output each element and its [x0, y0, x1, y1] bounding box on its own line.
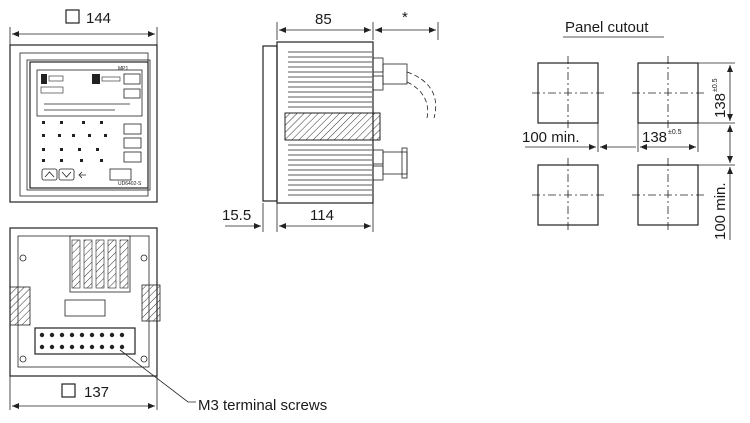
- front-up-button: [41, 168, 58, 181]
- screws-label: M3 terminal screws: [198, 397, 327, 414]
- side-connectors: [372, 57, 408, 181]
- shift-arrow-icon: [78, 171, 86, 179]
- bezel-label: 15.5: [222, 207, 251, 224]
- cooling-fins: [288, 51, 372, 196]
- cutout-spacing-v-label: 100 min.: [712, 182, 729, 240]
- front-width-dimension: 144: [9, 9, 158, 45]
- square-symbol-icon: [61, 383, 76, 398]
- cutout-size-h-value: 138: [642, 129, 667, 146]
- rear-width-label: 137: [84, 384, 109, 401]
- cutout-centerlines: [532, 56, 704, 232]
- side-view: 85 *: [222, 9, 439, 232]
- cutout-size-v-value: 138: [712, 93, 729, 118]
- depth-dimension: 85 *: [276, 9, 439, 40]
- front-down-button: [58, 168, 75, 181]
- side-bracket: [284, 112, 381, 141]
- up-arrow-icon: [44, 171, 55, 178]
- left-clamp: [9, 286, 31, 326]
- front-width-label: 144: [86, 10, 111, 27]
- right-clamp: [141, 284, 161, 322]
- screws-leader-line: [119, 349, 196, 403]
- depth-label: 85: [315, 11, 332, 28]
- front-mode-button: [123, 123, 142, 135]
- side-cable: [406, 71, 437, 119]
- side-bottom-dimensions: 15.5 114: [222, 203, 374, 232]
- panel-cutout: Panel cutout 100 min. 138 ±0.5 138 ±0: [522, 19, 735, 240]
- front-bezel: [9, 44, 158, 203]
- front-view: 144 MP1: [9, 9, 158, 203]
- body-label: 114: [310, 207, 334, 224]
- extension-label: *: [402, 9, 408, 26]
- cutout-size-h-tol: ±0.5: [668, 129, 682, 136]
- mount-hole-icon: [19, 254, 27, 262]
- front-brand-text: MP1: [118, 66, 129, 72]
- rear-view: 137 M3 terminal screws: [9, 227, 327, 414]
- front-select-button: [123, 151, 142, 163]
- cutout-spacing-h-label: 100 min.: [522, 129, 580, 146]
- front-panel: MP1: [29, 61, 149, 189]
- terminal-block: [34, 327, 136, 355]
- square-symbol-icon: [65, 9, 80, 24]
- front-enter-button: [109, 168, 132, 181]
- front-display: [40, 73, 141, 111]
- side-bezel: [262, 45, 278, 202]
- rear-width-dimension: 137: [9, 376, 158, 410]
- front-indicators: [42, 121, 107, 162]
- cutout-title: Panel cutout: [565, 19, 649, 36]
- down-arrow-icon: [61, 171, 72, 178]
- front-reset-button: [123, 137, 142, 149]
- cutout-size-v-tol: ±0.5: [712, 78, 719, 92]
- front-code-text: UD6402-S: [118, 181, 142, 187]
- rear-connectors: [69, 235, 131, 293]
